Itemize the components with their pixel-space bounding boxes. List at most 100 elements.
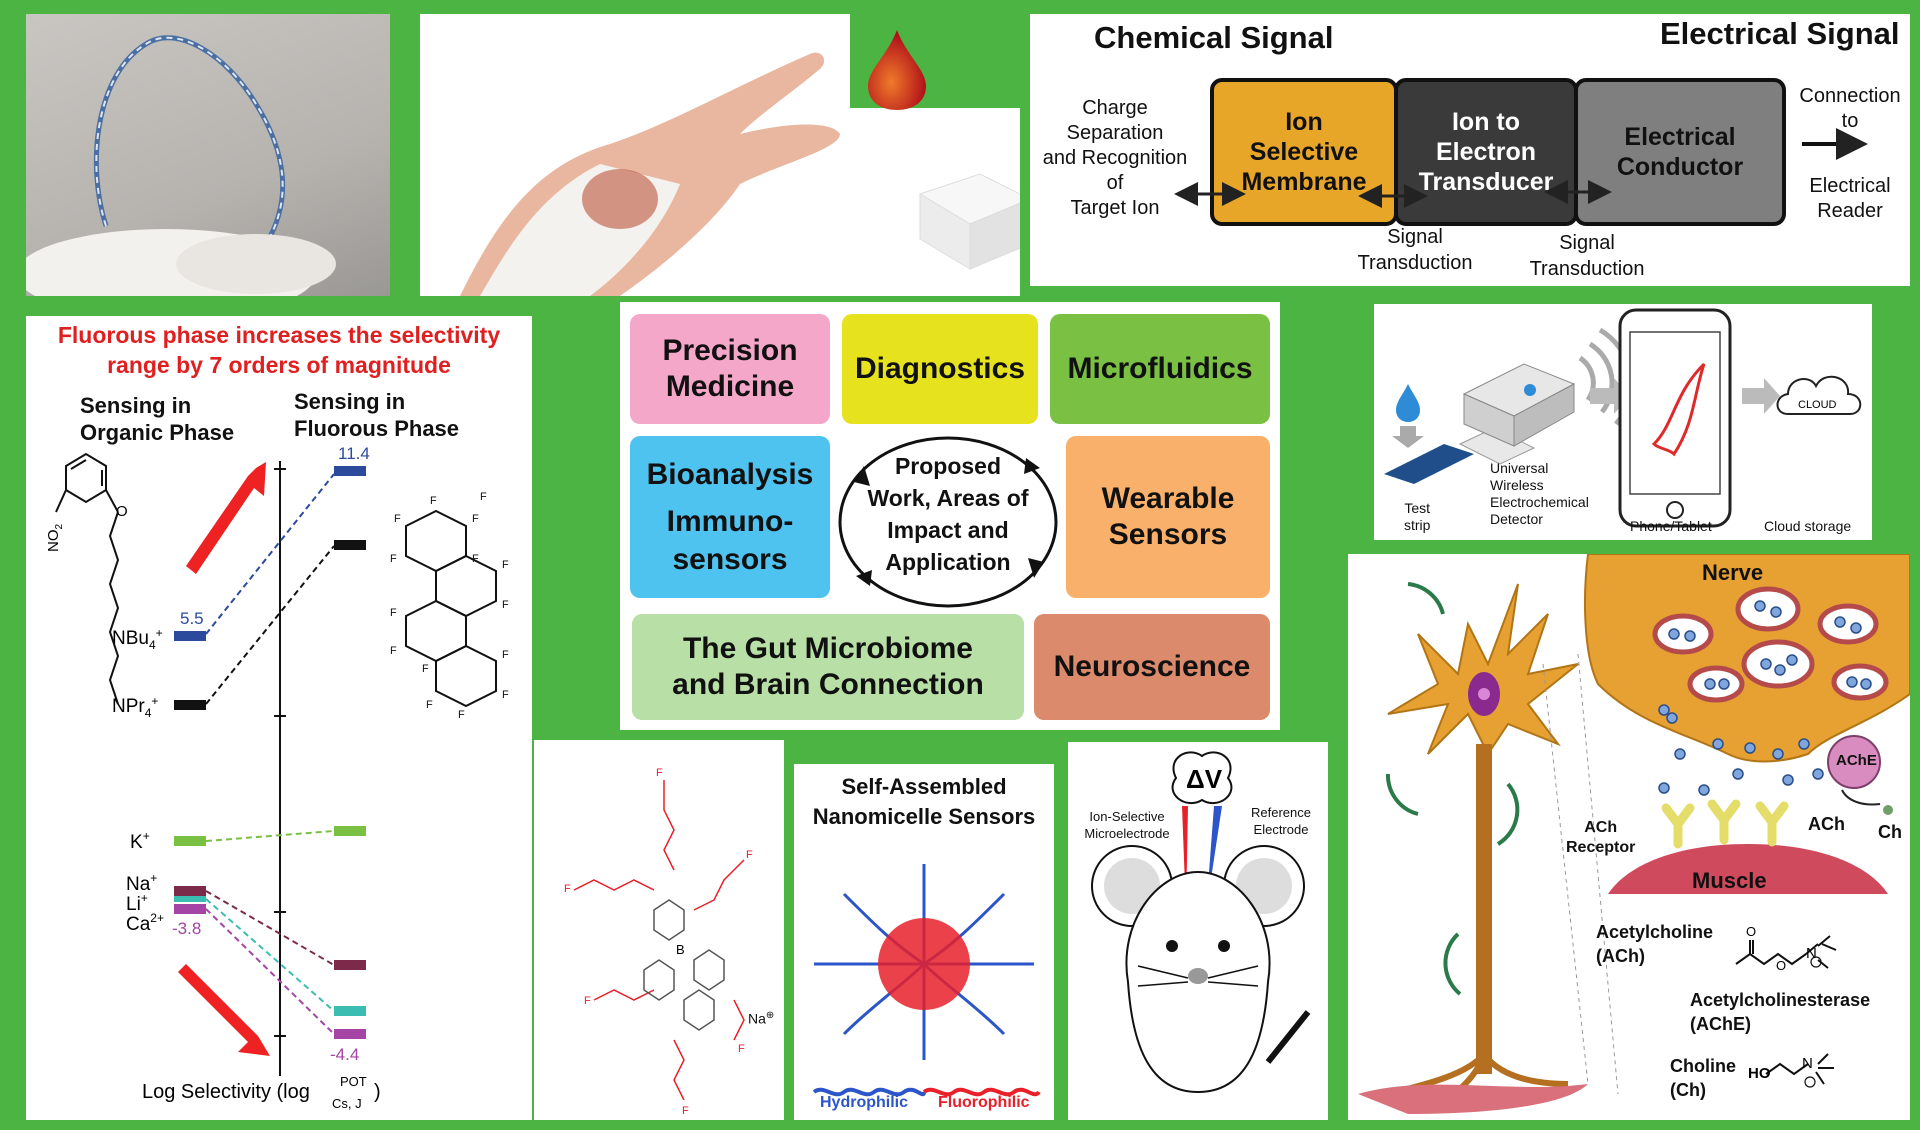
chemical-signal-title: Chemical Signal (1094, 20, 1334, 55)
hydrophilic-label: Hydrophilic (820, 1094, 909, 1111)
mouse-illustration: ΔV (1091, 751, 1311, 1094)
svg-text:F: F (472, 513, 479, 525)
organic-bottom-value: -3.8 (172, 919, 201, 938)
nerve-label: Nerve (1702, 560, 1764, 585)
voltmeter-cloud-icon (1171, 751, 1233, 805)
boron-atom: B (676, 942, 685, 957)
ca-organic-level (174, 904, 206, 914)
signal-chain-panel: Chemical Signal Electrical Signal Charge… (1030, 14, 1910, 286)
fluorous-molecule (405, 509, 497, 708)
ach-receptors (1661, 799, 1789, 849)
ache-label: AChE (1836, 752, 1877, 769)
svg-text:F: F (426, 699, 433, 711)
selectivity-panel: Fluorous phase increases the selectivity… (26, 316, 532, 1120)
cycle-arrow-icon (854, 466, 870, 486)
wire-electrode-photo (26, 14, 390, 296)
npr4-fluorous-level (334, 540, 366, 550)
wire-electrode-illustration (26, 35, 336, 296)
npr4-organic-level (174, 700, 206, 710)
acetylcholine-label: Acetylcholine(ACh) (1596, 922, 1714, 966)
ether-oxygen: O (116, 503, 128, 520)
connector-icon (1458, 427, 1536, 465)
svg-text:F: F (502, 559, 509, 571)
svg-text:F: F (430, 495, 437, 507)
mouse-eye (1166, 940, 1178, 952)
acetylcholinesterase-label: Acetylcholinesterase(AChE) (1690, 990, 1871, 1034)
choline-structure (1765, 1053, 1834, 1085)
svg-text:F: F (390, 607, 397, 619)
detector-box-icon (1462, 363, 1576, 447)
down-arrow-icon (178, 964, 270, 1056)
choline-label: Choline(Ch) (1670, 1056, 1736, 1100)
muscle-mound (1608, 844, 1888, 894)
svg-text:F: F (502, 649, 509, 661)
li-organic-level (174, 896, 206, 902)
cloud-label: CLOUD (1798, 399, 1837, 411)
proposed-work-cycle (838, 436, 1058, 608)
ca-label: Ca2+ (126, 911, 164, 935)
k-label: K+ (130, 829, 150, 853)
right-arrow-icon (1742, 378, 1780, 414)
nbu4-organic-level (174, 631, 206, 641)
li-fluorous-level (334, 1006, 366, 1016)
npr4-label: NPr4+ (112, 694, 158, 720)
selectivity-xlabel-sub: Cs, J (332, 1096, 362, 1111)
choline-n: N (1802, 1055, 1813, 1072)
mouse-eye (1218, 940, 1230, 952)
wireless-diagram: CLOUD (1384, 308, 1862, 528)
delta-v-label: ΔV (1186, 764, 1223, 794)
phone-label: Phone/Tablet (1630, 518, 1712, 534)
voltammogram-icon (1651, 362, 1706, 457)
svg-text:F: F (746, 849, 753, 861)
ache-enzyme-icon (1827, 735, 1881, 789)
nbu4-label: NBu4+ (112, 626, 163, 652)
svg-text:F: F (502, 599, 509, 611)
svg-text:F: F (656, 767, 663, 779)
svg-text:F: F (502, 689, 509, 701)
vesicles (1652, 586, 1889, 703)
svg-text:F: F (584, 995, 591, 1007)
cloud-icon (1776, 375, 1862, 415)
svg-text:F: F (422, 663, 429, 675)
ach-label: ACh (1808, 814, 1845, 834)
choline-molecule-icon (1883, 805, 1893, 815)
ach-n: N (1806, 945, 1817, 962)
svg-text:F: F (564, 883, 571, 895)
organic-top-value: 5.5 (180, 609, 204, 628)
na-fluorous-level (334, 960, 366, 970)
neuron-diagram: O O N N HO (1358, 554, 1910, 1114)
cycle-arrow-icon (1028, 558, 1044, 578)
nbu4-fluorous-level (334, 466, 366, 476)
cycle-arrow-icon (856, 570, 872, 586)
li-label: Li+ (126, 891, 148, 915)
selectivity-headline: Fluorous phase increases the selectivity… (57, 322, 501, 378)
ch-label: Ch (1878, 822, 1902, 842)
carbonyl-o: O (1746, 924, 1756, 939)
neuron-illustration (1358, 582, 1588, 1114)
tile-microfluidics: Microfluidics (1050, 314, 1270, 424)
k-organic-level (174, 836, 206, 846)
ca-fluorous-level (334, 1029, 366, 1039)
fluorophilic-core (878, 918, 970, 1010)
svg-text:F: F (480, 491, 487, 503)
svg-text:F: F (390, 645, 397, 657)
selectivity-xlabel: Log Selectivity (log (142, 1081, 310, 1103)
blood-drop-icon (868, 30, 926, 110)
svg-text:F: F (394, 513, 401, 525)
ach-molecules (1658, 600, 1872, 796)
svg-text:F: F (682, 1105, 689, 1117)
